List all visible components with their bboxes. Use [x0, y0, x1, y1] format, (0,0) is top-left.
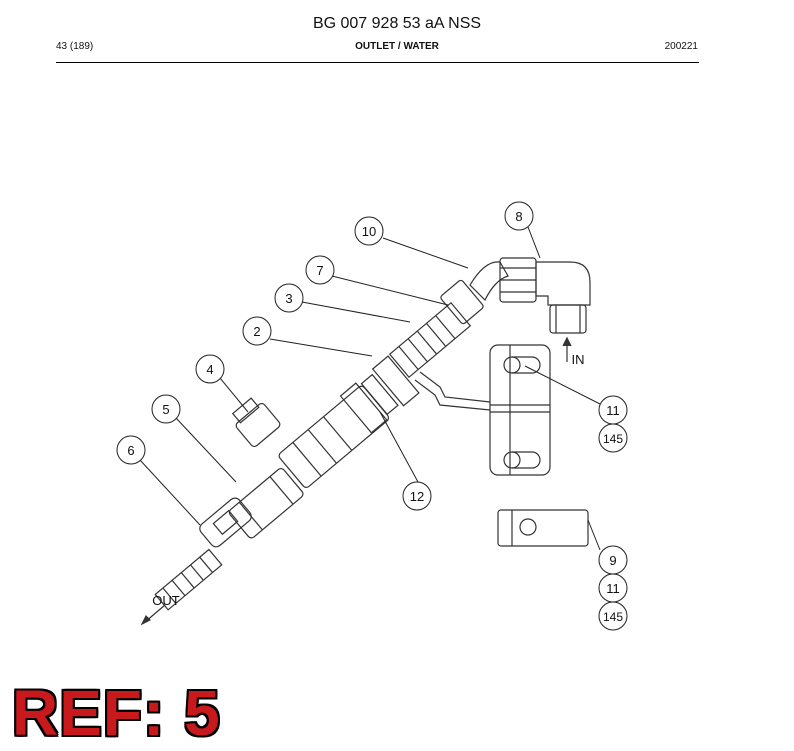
- union-nut: [440, 279, 484, 325]
- bracket-rod: [414, 379, 491, 411]
- callout-9: 9: [609, 553, 616, 568]
- section-title: OUTLET / WATER: [355, 41, 439, 52]
- document-code: 200221: [664, 41, 698, 52]
- callout-10: 10: [362, 224, 376, 239]
- callout-6: 6: [127, 443, 134, 458]
- valve-body: [278, 385, 390, 488]
- callout-145-lower: 145: [603, 610, 623, 624]
- side-stub: [231, 397, 281, 448]
- callout-11-lower: 11: [606, 581, 620, 596]
- document-title: BG 007 928 53 aA NSS: [312, 15, 482, 32]
- in-label: IN: [572, 352, 585, 367]
- callout-12: 12: [410, 489, 424, 504]
- callout-2: 2: [253, 324, 260, 339]
- callout-circles: [116, 201, 628, 631]
- outlet-assembly: [154, 257, 591, 611]
- callout-8: 8: [515, 209, 522, 224]
- callout-3: 3: [285, 291, 292, 306]
- callout-145-upper: 145: [603, 432, 623, 446]
- in-arrow: [562, 336, 572, 362]
- elbow: [469, 261, 509, 302]
- callout-7: 7: [316, 263, 323, 278]
- callout-4: 4: [206, 362, 213, 377]
- clip: [199, 497, 252, 548]
- threaded-tube: [388, 301, 472, 379]
- callout-5: 5: [162, 402, 169, 417]
- connector-body: [228, 467, 304, 539]
- page-number: 43 (189): [56, 41, 94, 52]
- small-bracket: [497, 509, 589, 547]
- ref-label: REF: 5: [12, 677, 221, 749]
- hose-barb: [154, 548, 223, 611]
- mounting-bracket: [489, 344, 551, 476]
- header-rule: [56, 62, 699, 63]
- out-arrow: [140, 604, 166, 626]
- leader-lines: [139, 226, 601, 551]
- callout-11-upper: 11: [606, 403, 620, 418]
- elbow-fitting: [499, 257, 591, 334]
- out-label: OUT: [152, 593, 180, 608]
- lock-nut: [339, 355, 420, 434]
